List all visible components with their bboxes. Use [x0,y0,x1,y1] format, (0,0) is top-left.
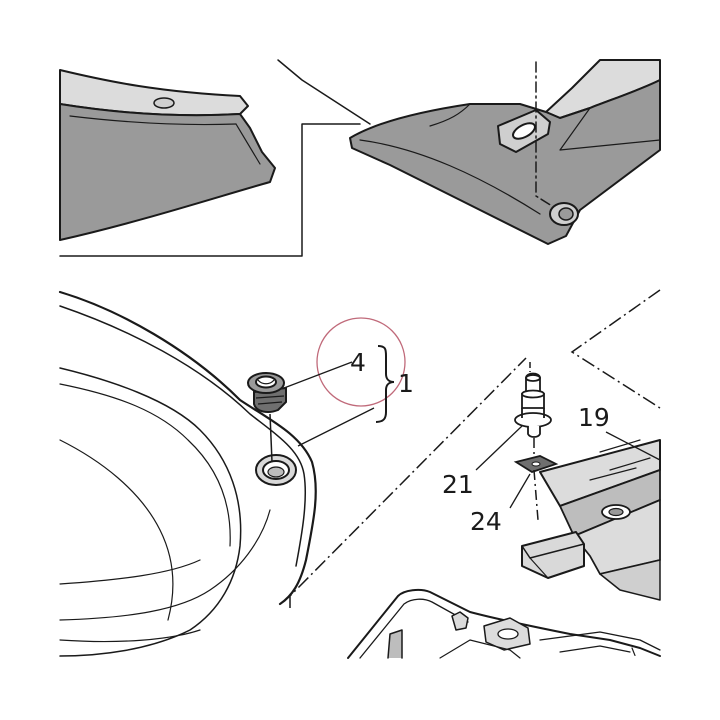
latch-tab [521,531,585,579]
upper-cover [58,290,317,657]
pin-flange [514,412,552,428]
leader-21 [475,425,523,471]
callout-1: 1 [398,369,414,398]
inset-border [59,123,361,257]
cover-outer-edge [58,290,317,606]
leader-24 [509,473,531,509]
leader-1-seat [297,407,375,447]
highlight-circle [316,317,406,407]
cover-inner-edge [59,367,242,657]
callout-4: 4 [350,348,366,377]
pin-assembly-line [533,438,539,521]
inset-boss [153,97,175,109]
callout-19: 19 [578,403,610,432]
brace-1 [375,345,395,423]
part-4-grommet [247,372,287,413]
callout-21: 21 [442,470,474,499]
leader-19 [605,431,661,461]
part-24-clip [513,455,559,473]
latch-bracket [521,439,661,601]
callout-24: 24 [470,507,502,536]
part-21-pin [514,372,552,438]
inset-panel-right [349,79,661,245]
lower-housing [347,588,661,659]
housing-outer-edge [347,588,661,659]
inset-panel-left [59,103,276,241]
inset-slot [512,122,536,140]
grommet-assembly-line [269,413,273,463]
break-lines [289,289,661,608]
leader-4 [283,361,353,389]
inset-centerline [535,61,553,207]
grommet-seat [255,454,297,486]
detail-inset [59,59,661,257]
